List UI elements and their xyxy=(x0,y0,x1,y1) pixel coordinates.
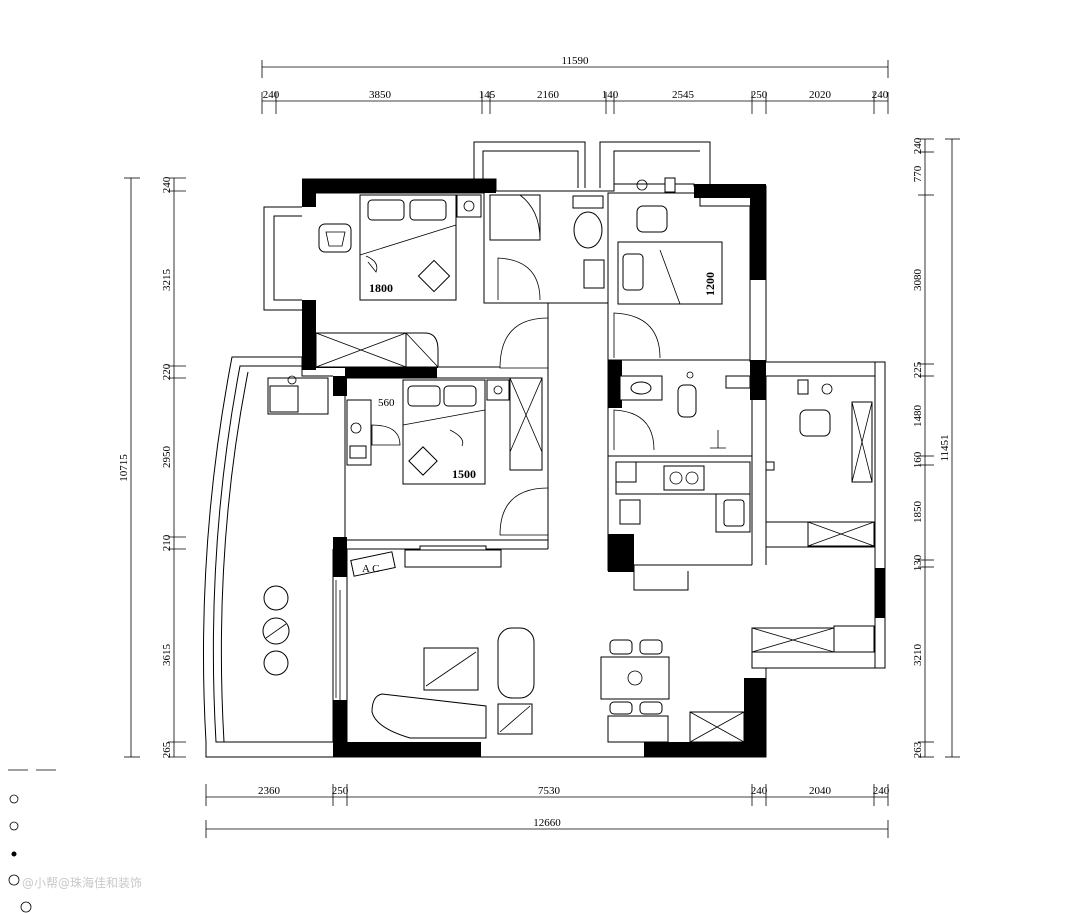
dim-right-6: 1850 xyxy=(912,501,924,524)
second-bed: 1500 xyxy=(402,379,486,485)
dim-bottom-3: 240 xyxy=(751,785,768,797)
desk: 560 xyxy=(346,397,395,466)
dim-top-total: 11590 xyxy=(561,55,589,67)
dim-bottom-4: 2040 xyxy=(809,785,832,797)
dim-right-5: 160 xyxy=(912,451,924,468)
ac-unit: A C xyxy=(350,551,396,577)
dim-right-8: 3210 xyxy=(912,644,924,667)
nightstand-icon-2 xyxy=(486,379,510,401)
dining-table xyxy=(600,639,670,715)
dim-left-1: 3215 xyxy=(161,269,173,292)
dim-left-total: 10715 xyxy=(118,454,130,482)
dim-right-total: 11451 xyxy=(939,434,951,461)
wardrobe-2 xyxy=(509,377,543,471)
desk-dim: 560 xyxy=(378,397,395,409)
dim-right-1: 770 xyxy=(912,165,924,182)
third-bed: 1200 xyxy=(617,241,723,305)
armchair-icon-2 xyxy=(636,205,668,233)
legend xyxy=(8,769,56,913)
desk-chair-icon xyxy=(371,424,401,446)
dim-top-8: 240 xyxy=(872,89,889,101)
nightstand-icon xyxy=(456,194,482,218)
washer-sink xyxy=(267,375,329,415)
bathroom2-fixtures xyxy=(619,371,751,449)
dim-bottom-1: 250 xyxy=(332,785,349,797)
dim-right-2: 3080 xyxy=(912,269,924,292)
dim-bottom-total: 12660 xyxy=(533,817,561,829)
dim-left-4: 210 xyxy=(161,534,173,551)
dim-top-4: 140 xyxy=(602,89,619,101)
dim-top-3: 2160 xyxy=(537,89,560,101)
dim-right-4: 1480 xyxy=(912,405,924,428)
tv-cabinet xyxy=(404,545,502,568)
dim-left-6: 265 xyxy=(161,741,173,758)
wardrobe xyxy=(315,332,439,368)
dim-right-9: 263 xyxy=(912,741,924,758)
dim-left-5: 3615 xyxy=(161,644,173,667)
balcony-table-set xyxy=(262,585,290,676)
bath-sink-icon xyxy=(583,259,605,289)
dim-left-0: 240 xyxy=(161,176,173,193)
sideboard xyxy=(607,625,875,743)
balcony-fixtures xyxy=(636,177,676,193)
kitchen xyxy=(615,461,751,533)
dim-bottom-0: 2360 xyxy=(258,785,281,797)
dimension-lines xyxy=(124,60,960,838)
watermark: @小帮@珠海佳和装饰 xyxy=(22,875,142,890)
dim-bottom-2: 7530 xyxy=(538,785,561,797)
second-bed-size: 1500 xyxy=(452,467,476,481)
bathroom2-door xyxy=(613,409,655,451)
dim-left-2: 220 xyxy=(161,363,173,380)
dim-top-7: 2020 xyxy=(809,89,832,101)
master-bed: 1800 xyxy=(359,194,457,301)
dim-top-2: 145 xyxy=(479,89,496,101)
third-bed-size: 1200 xyxy=(703,272,717,296)
dim-right-7: 130 xyxy=(912,554,924,571)
bedroom3-door xyxy=(613,312,661,359)
corridor-door xyxy=(499,317,549,369)
toilet-icon xyxy=(572,195,604,249)
dim-top-6: 250 xyxy=(751,89,768,101)
balcony-sliding-door xyxy=(335,580,341,700)
dim-right-0: 240 xyxy=(912,137,924,154)
ac-label: A C xyxy=(362,563,379,575)
wall-outlines xyxy=(203,141,886,758)
armchair-icon xyxy=(318,223,352,253)
master-bed-size: 1800 xyxy=(369,281,393,295)
dim-top-0: 240 xyxy=(263,89,280,101)
sofa xyxy=(371,627,535,739)
bathroom-door xyxy=(497,257,541,301)
dim-top-5: 2545 xyxy=(672,89,695,101)
bedroom2-door xyxy=(499,487,549,536)
dim-top-1: 3850 xyxy=(369,89,392,101)
dim-bottom-5: 240 xyxy=(873,785,890,797)
dimension-labels: 11590 240 3850 145 2160 140 2545 250 202… xyxy=(118,55,951,829)
dim-right-3: 225 xyxy=(912,361,924,378)
study-fixtures xyxy=(765,379,875,547)
shower-stall xyxy=(489,194,541,241)
dim-left-3: 2950 xyxy=(161,446,173,469)
